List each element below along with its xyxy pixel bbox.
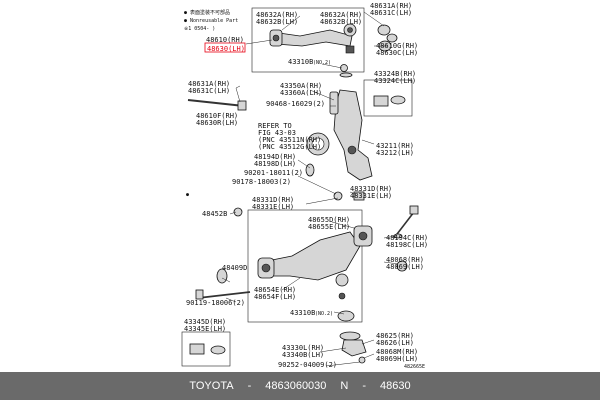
- inset-shim-lower: [189, 343, 205, 355]
- brand-label: TOYOTA: [189, 380, 234, 392]
- legend-line-2: ● Nonreusable Part: [184, 18, 238, 24]
- label-48198D[interactable]: 48198D(LH): [254, 160, 296, 168]
- label-48630-highlighted[interactable]: 48630(LH): [207, 45, 245, 53]
- label-48626[interactable]: 48626(LH): [376, 339, 414, 347]
- legend-line-3: ※1 0504- ): [184, 26, 215, 32]
- label-48069[interactable]: 48069(LH): [386, 263, 424, 271]
- inset-box-upper: [363, 79, 413, 117]
- label-48631C[interactable]: 48631C(LH): [370, 9, 412, 17]
- lower-arm-group-box: [247, 209, 363, 323]
- label-90178[interactable]: 90178-18003(2): [232, 178, 291, 186]
- part-number: 4863060030: [265, 380, 327, 392]
- label-43211[interactable]: 43211(RH): [376, 142, 414, 150]
- label-48654F[interactable]: 48654F(LH): [254, 293, 296, 301]
- upper-arm-group-box: [251, 7, 365, 73]
- footer-separator-2: -: [362, 380, 367, 392]
- label-48331D-right[interactable]: 48331D(RH): [350, 185, 392, 193]
- upper-control-arm: [269, 23, 357, 54]
- label-48409D[interactable]: 48409D: [222, 264, 247, 272]
- label-48610[interactable]: 48610(RH): [206, 36, 244, 44]
- label-90468[interactable]: 90468-16029(2): [266, 100, 325, 108]
- label-48631A[interactable]: 48631A(RH): [370, 2, 412, 10]
- refer-line-4: (PNC 43512G(LH): [258, 143, 321, 151]
- label-48194D[interactable]: 48194D(RH): [254, 153, 296, 161]
- label-43212[interactable]: 43212(LH): [376, 149, 414, 157]
- steering-knuckle: [329, 89, 373, 181]
- label-48625[interactable]: 48625(RH): [376, 332, 414, 340]
- rear-lower-bolt: [393, 205, 419, 239]
- label-48630C[interactable]: 48630C(LH): [376, 49, 418, 57]
- label-90119[interactable]: 90119-18006(2): [186, 299, 245, 307]
- label-43310B-lower[interactable]: 43310B: [290, 309, 315, 317]
- inset-shim-upper: [373, 95, 389, 107]
- label-48069H[interactable]: 48069H(LH): [376, 355, 418, 363]
- lower-control-arm: [257, 225, 373, 300]
- knuckle-fasteners: [333, 64, 365, 201]
- label-43350A[interactable]: 43350A(RH): [280, 82, 322, 90]
- label-48331D[interactable]: 48331D(RH): [252, 196, 294, 204]
- label-43310B-lower-note: (NO.2): [315, 311, 333, 317]
- label-43324B[interactable]: 43324B(RH): [374, 70, 416, 78]
- label-48610G[interactable]: 48610G(RH): [376, 42, 418, 50]
- label-48632A[interactable]: 48632A(RH): [256, 11, 298, 19]
- label-48068[interactable]: 48068(RH): [386, 256, 424, 264]
- label-48630R[interactable]: 48630R(LH): [196, 119, 238, 127]
- label-48631A-left[interactable]: 48631A(RH): [188, 80, 230, 88]
- label-90201[interactable]: 90201-18011(2): [244, 169, 303, 177]
- suspension-exploded-diagram: ● 表面塗装不可部品 ● Nonreusable Part ※1 0504- ): [181, 2, 428, 370]
- diagram-code: 482665E: [404, 364, 425, 370]
- label-48331E-right[interactable]: 48331E(LH): [350, 192, 392, 200]
- legend-line-1: ● 表面塗装不可部品: [184, 9, 230, 16]
- label-48631C-left[interactable]: 48631C(LH): [188, 87, 230, 95]
- leader-lines: [221, 11, 399, 367]
- refer-line-2[interactable]: FIG 43-03: [258, 129, 296, 137]
- part-labels: 48610(RH) 48630(LH) 48632A(RH) 48632B(LH…: [184, 2, 428, 370]
- cam-bolt-upper: [187, 87, 247, 111]
- label-48654E[interactable]: 48654E(RH): [254, 286, 296, 294]
- label-43310B-note: (NO.2): [313, 60, 331, 66]
- label-43324C[interactable]: 43324C(LH): [374, 77, 416, 85]
- inset-box-lower: [181, 331, 231, 367]
- label-48198C[interactable]: 48198C(LH): [386, 241, 428, 249]
- label-48331E[interactable]: 48331E(LH): [252, 203, 294, 211]
- label-43330L[interactable]: 43330L(RH): [282, 344, 324, 352]
- label-48452B[interactable]: 48452B: [202, 210, 227, 218]
- label-48632B-2[interactable]: 48632B(LH): [320, 18, 362, 26]
- label-48610F[interactable]: 48610F(RH): [196, 112, 238, 120]
- cam-bolt-lower: [195, 268, 251, 300]
- label-43310B[interactable]: 43310B: [288, 58, 313, 66]
- label-43345E[interactable]: 43345E(LH): [184, 325, 226, 333]
- label-48068M[interactable]: 48068M(RH): [376, 348, 418, 356]
- label-43345D[interactable]: 43345D(RH): [184, 318, 226, 326]
- pnc-number: 48630: [380, 380, 411, 392]
- footer-separator: -: [247, 380, 252, 392]
- label-90252[interactable]: 90252-04009(2): [278, 361, 337, 369]
- refer-line-3: (PNC 43511N(RH): [258, 136, 321, 144]
- highlight-box: [204, 42, 246, 53]
- footer-separator-n: N: [340, 380, 349, 392]
- label-43360A[interactable]: 43360A(LH): [280, 89, 322, 97]
- label-48194C[interactable]: 48194C(RH): [386, 234, 428, 242]
- label-48632B[interactable]: 48632B(LH): [256, 18, 298, 26]
- part-info-footer: TOYOTA - 4863060030 N - 48630: [0, 372, 600, 400]
- hub-rings: [305, 132, 330, 177]
- label-43340B[interactable]: 43340B(LH): [282, 351, 324, 359]
- refer-line-1: REFER TO: [258, 122, 292, 130]
- label-48655E[interactable]: 48655E(LH): [308, 223, 350, 231]
- label-48655D[interactable]: 48655D(RH): [308, 216, 350, 224]
- label-48632A-2[interactable]: 48632A(RH): [320, 11, 362, 19]
- lower-bushings: [233, 207, 408, 364]
- nonreusable-mark: ●: [186, 192, 189, 198]
